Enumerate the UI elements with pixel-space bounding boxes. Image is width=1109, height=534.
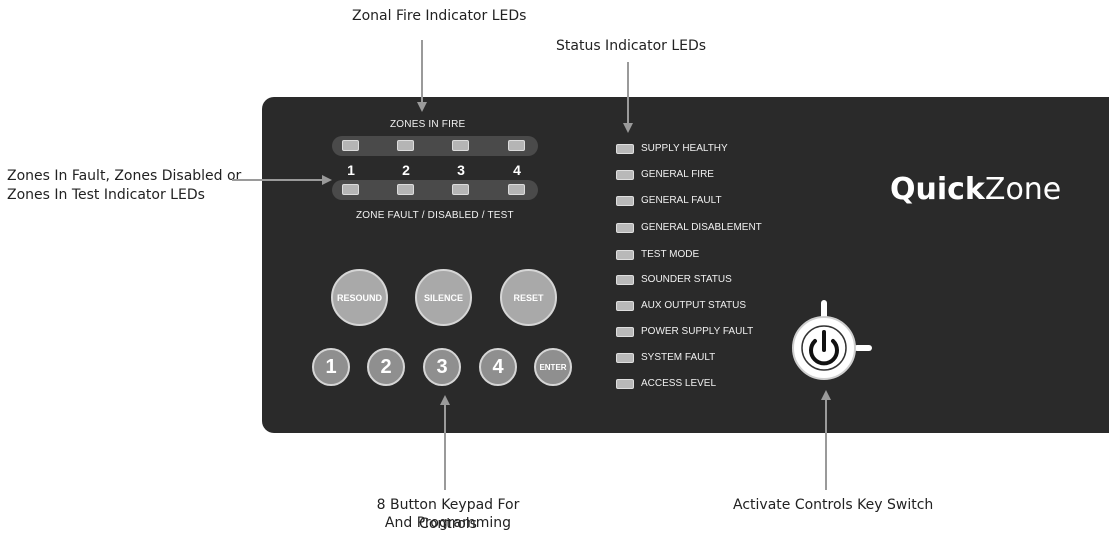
zone-fault-led-3 (452, 184, 469, 195)
zone-fault-led-row (332, 180, 538, 200)
callout-status: Status Indicator LEDs (556, 38, 707, 54)
callout-keypad-line2: And Programming (384, 515, 512, 531)
status-led-power-supply-fault (616, 327, 634, 337)
keypad-button-4[interactable]: 4 (479, 348, 517, 386)
status-led-system-fault (616, 353, 634, 363)
zone-fault-led-2 (397, 184, 414, 195)
power-key-icon (809, 330, 839, 366)
zones-in-fire-label: ZONES IN FIRE (390, 119, 466, 130)
status-led-access-level (616, 379, 634, 389)
status-label-general-fault: GENERAL FAULT (641, 195, 722, 206)
status-led-general-fault (616, 196, 634, 206)
zone-fire-led-2 (397, 140, 414, 151)
status-label-supply-healthy: SUPPLY HEALTHY (641, 143, 728, 154)
reset-button[interactable]: RESET (500, 269, 557, 326)
status-label-sounder-status: SOUNDER STATUS (641, 274, 732, 285)
callout-fault-line2: Zones In Test Indicator LEDs (7, 187, 205, 203)
zone-fault-led-1 (342, 184, 359, 195)
status-label-general-disablement: GENERAL DISABLEMENT (641, 222, 762, 233)
quickzone-logo: QuickZone (890, 172, 1062, 207)
status-label-power-supply-fault: POWER SUPPLY FAULT (641, 326, 754, 337)
status-led-sounder-status (616, 275, 634, 285)
status-label-general-fire: GENERAL FIRE (641, 169, 714, 180)
status-led-test-mode (616, 250, 634, 260)
keypad-button-2[interactable]: 2 (367, 348, 405, 386)
key-switch[interactable] (780, 300, 880, 400)
status-led-general-fire (616, 170, 634, 180)
zone-number-3: 3 (457, 162, 465, 178)
status-led-aux-output-status (616, 301, 634, 311)
keypad-button-1[interactable]: 1 (312, 348, 350, 386)
status-label-access-level: ACCESS LEVEL (641, 378, 717, 389)
keypad-button-3[interactable]: 3 (423, 348, 461, 386)
callout-keypad-line1: 8 Button Keypad For Controls (376, 497, 520, 532)
callout-fault-line1: Zones In Fault, Zones Disabled or (7, 168, 242, 184)
status-label-test-mode: TEST MODE (641, 249, 700, 260)
status-led-general-disablement (616, 223, 634, 233)
zone-fault-led-4 (508, 184, 525, 195)
key-switch-top-marker (821, 300, 827, 320)
enter-button[interactable]: ENTER (534, 348, 572, 386)
zone-fault-label: ZONE FAULT / DISABLED / TEST (356, 210, 514, 221)
status-label-aux-output-status: AUX OUTPUT STATUS (641, 300, 747, 311)
silence-button[interactable]: SILENCE (415, 269, 472, 326)
zone-number-2: 2 (402, 162, 410, 178)
callout-zonal-fire: Zonal Fire Indicator LEDs (352, 8, 527, 24)
status-led-supply-healthy (616, 144, 634, 154)
zone-number-1: 1 (347, 162, 355, 178)
zone-fire-led-3 (452, 140, 469, 151)
callout-keyswitch: Activate Controls Key Switch (733, 497, 934, 513)
zone-fire-led-1 (342, 140, 359, 151)
zone-fire-led-row (332, 136, 538, 156)
resound-button[interactable]: RESOUND (331, 269, 388, 326)
key-switch-side-marker (854, 345, 872, 351)
zone-number-4: 4 (513, 162, 521, 178)
status-label-system-fault: SYSTEM FAULT (641, 352, 716, 363)
zone-fire-led-4 (508, 140, 525, 151)
